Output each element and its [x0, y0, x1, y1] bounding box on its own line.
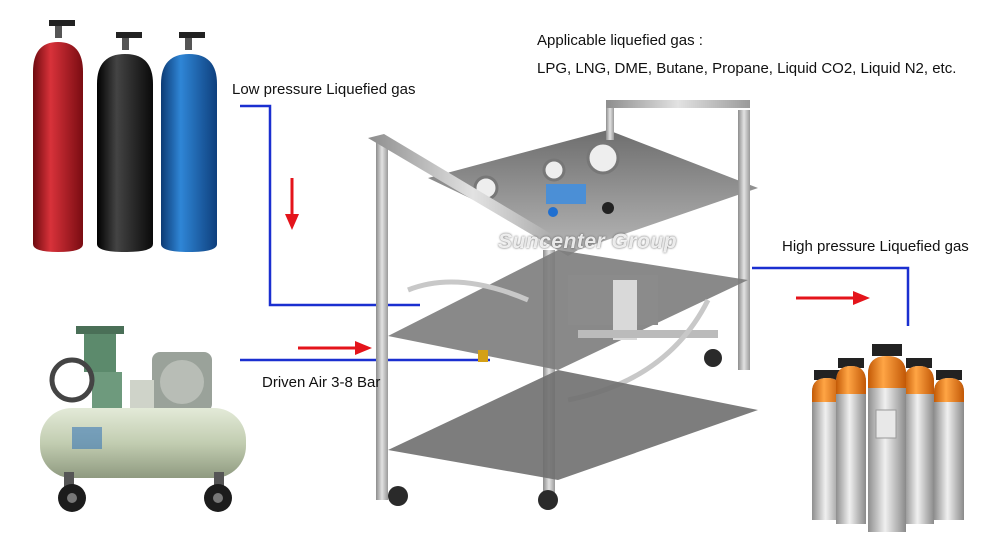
- watermark: Suncenter Group: [498, 230, 678, 253]
- title-line-2: LPG, LNG, DME, Butane, Propane, Liquid C…: [537, 60, 957, 77]
- air-compressor-icon: [40, 326, 246, 512]
- right-arrow-icon: [796, 291, 870, 305]
- high-pressure-connector: [752, 266, 910, 326]
- low-pressure-label: Low pressure Liquefied gas: [232, 81, 416, 98]
- gas-cylinders-icon: [812, 344, 964, 532]
- gas-cylinders-icon: [33, 20, 217, 252]
- title-line-1: Applicable liquefied gas :: [537, 32, 703, 49]
- driven-air-label: Driven Air 3-8 Bar: [262, 374, 381, 391]
- high-pressure-label: High pressure Liquefied gas: [782, 238, 969, 255]
- right-arrow-icon: [298, 341, 372, 355]
- down-arrow-icon: [285, 178, 299, 230]
- gas-booster-station-icon: [368, 100, 758, 510]
- low-pressure-connector: [240, 104, 420, 307]
